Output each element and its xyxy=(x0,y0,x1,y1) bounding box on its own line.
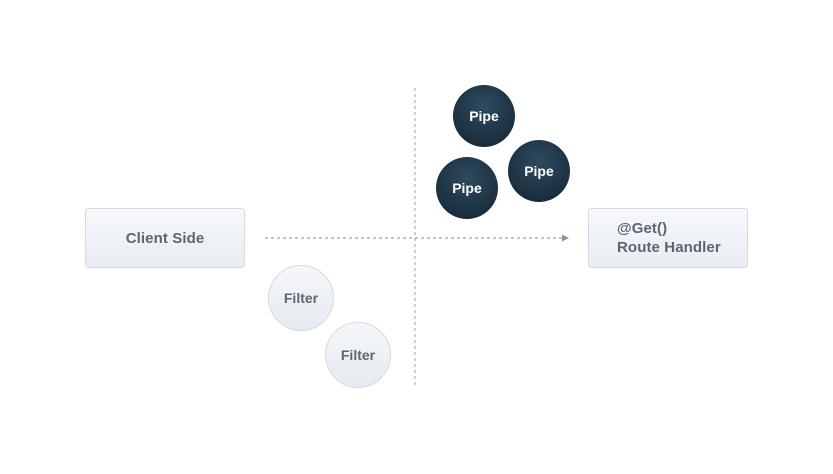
route-handler-label: Route Handler xyxy=(617,239,721,256)
route-handler-box: @Get() Route Handler xyxy=(588,208,748,268)
filter-node: Filter xyxy=(325,322,391,388)
filter-label: Filter xyxy=(340,347,376,363)
filter-node: Filter xyxy=(268,265,334,331)
route-handler-decorator: @Get() xyxy=(617,220,668,237)
client-side-box: Client Side xyxy=(85,208,245,268)
pipe-node: Pipe xyxy=(453,85,515,147)
client-side-label: Client Side xyxy=(125,229,205,247)
request-flow-arrowhead xyxy=(562,234,569,242)
pipe-label: Pipe xyxy=(524,163,554,179)
pipe-node: Pipe xyxy=(508,140,570,202)
pipe-label: Pipe xyxy=(452,180,482,196)
pipe-node: Pipe xyxy=(436,157,498,219)
pipe-label: Pipe xyxy=(469,108,499,124)
filter-label: Filter xyxy=(283,290,319,306)
